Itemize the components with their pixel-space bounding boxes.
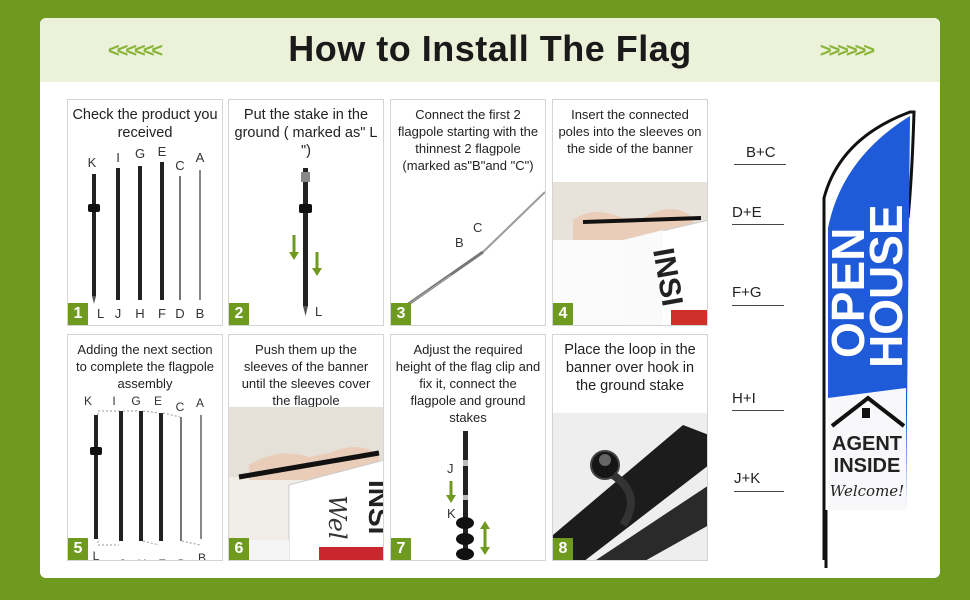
step-number-badge: 3 — [391, 303, 411, 325]
section-label-hi: H+I — [732, 390, 756, 407]
step-1: Check the product you received K I G E C… — [67, 99, 223, 326]
label-b: B — [455, 235, 464, 250]
label-bottom-f: F — [158, 306, 166, 321]
step-text: Adding the next section to complete the … — [75, 342, 215, 391]
connect-poles-illustration: B C — [396, 191, 545, 314]
label-top-k: K — [84, 394, 92, 408]
flag-open-text: OPEN — [822, 228, 874, 358]
step-6: Push them up the sleeves of the banner u… — [228, 334, 384, 561]
step-3: Connect the first 2 flagpole starting wi… — [390, 99, 546, 326]
step-2: Put the stake in the ground ( marked as"… — [228, 99, 384, 326]
label-top-a: A — [196, 396, 204, 410]
label-bottom-l: L — [97, 306, 104, 321]
right-chevrons-icon: >>>>>> — [819, 40, 875, 62]
label-bottom-b: B — [198, 551, 206, 561]
flag-inside-text: INSIDE — [834, 455, 901, 477]
label-top-g: G — [135, 146, 145, 161]
label-top-a: A — [196, 150, 205, 165]
pole-kl — [92, 174, 96, 296]
step-text: Put the stake in the ground ( marked as"… — [234, 107, 378, 159]
flag-house-text: HOUSE — [860, 204, 912, 368]
flag-graphic: OPEN HOUSE AGENT INSIDE Welcome! — [822, 110, 916, 568]
step-text: Push them up the sleeves of the banner u… — [241, 342, 371, 408]
section-label-fg: F+G — [732, 284, 762, 301]
label-j: J — [447, 461, 454, 476]
label-bottom-j: J — [119, 557, 125, 561]
insert-poles-photo: INSI — [553, 182, 707, 325]
up-down-arrow-icon — [480, 521, 490, 555]
assembly-illustration: K I G E C A L J H F D B — [84, 394, 206, 561]
label-l: L — [315, 304, 322, 319]
label-top-i: I — [116, 150, 120, 165]
label-top-k: K — [88, 155, 97, 170]
label-k: K — [447, 506, 456, 521]
stake-illustration: L — [289, 168, 322, 319]
label-bottom-j: J — [115, 306, 122, 321]
section-label-jk: J+K — [734, 470, 761, 487]
page-title: How to Install The Flag — [288, 28, 692, 69]
step-number-badge: 1 — [68, 303, 88, 325]
down-arrow-icon — [446, 481, 456, 503]
flag-agent-text: AGENT — [832, 433, 902, 455]
flag-welcome-text: Welcome! — [830, 482, 904, 500]
section-line — [734, 164, 786, 165]
step-5: Adding the next section to complete the … — [67, 334, 223, 561]
label-bottom-l: L — [93, 549, 100, 561]
pole-gh — [138, 166, 142, 300]
section-label-de: D+E — [732, 204, 762, 221]
label-top-i: I — [112, 394, 115, 408]
feather-flag-illustration: B+C D+E F+G H+I J+K OPEN HOUSE AGENT INS… — [730, 98, 940, 578]
section-line — [732, 410, 784, 411]
step-7: Adjust the required height of the flag c… — [390, 334, 546, 561]
step-8: Place the loop in the banner over hook i… — [552, 334, 708, 561]
step-number-badge: 6 — [229, 538, 249, 560]
script-text: Wel — [323, 495, 351, 540]
step-number-badge: 5 — [68, 538, 88, 560]
pole-ef — [160, 162, 164, 300]
step-text: Connect the first 2 flagpole starting wi… — [397, 107, 539, 173]
label-c: C — [473, 220, 482, 235]
label-bottom-f: F — [158, 557, 165, 561]
section-line — [732, 224, 784, 225]
push-sleeves-photo: INSI Wel — [229, 407, 384, 560]
pole-ab — [199, 170, 201, 300]
label-bottom-h: H — [138, 557, 147, 561]
label-bottom-h: H — [135, 306, 144, 321]
step-text: Insert the connected poles into the slee… — [558, 107, 702, 156]
section-line — [732, 305, 784, 306]
section-line — [734, 491, 784, 492]
step-4: Insert the connected poles into the slee… — [552, 99, 708, 326]
label-top-g: G — [131, 394, 140, 408]
step-number-badge: 2 — [229, 303, 249, 325]
label-bottom-b: B — [196, 306, 205, 321]
step-text: Adjust the required height of the flag c… — [395, 342, 541, 425]
step-number-badge: 7 — [391, 538, 411, 560]
adjust-clip-illustration: J K — [446, 431, 490, 560]
label-bottom-d: D — [178, 557, 187, 561]
pole-set-illustration: K I G E C A L J H F D B — [88, 144, 205, 321]
label-top-e: E — [154, 394, 162, 408]
banner-text: INSI — [363, 480, 384, 534]
step-number-badge: 4 — [553, 303, 573, 325]
left-chevrons-icon: <<<<<< — [108, 40, 163, 62]
pole-cd — [179, 176, 181, 300]
section-label-bc: B+C — [746, 144, 776, 161]
header-bar: <<<<<< How to Install The Flag >>>>>> — [40, 18, 940, 82]
hook-loop-photo — [553, 413, 707, 560]
pole-ij — [116, 168, 120, 300]
instruction-card: <<<<<< How to Install The Flag >>>>>> Ch… — [40, 18, 940, 578]
step-text: Place the loop in the banner over hook i… — [564, 342, 696, 394]
label-top-c: C — [175, 158, 184, 173]
label-top-e: E — [158, 144, 167, 159]
label-bottom-d: D — [175, 306, 184, 321]
step-text: Check the product you received — [72, 107, 218, 141]
step-number-badge: 8 — [553, 538, 573, 560]
label-top-c: C — [176, 400, 185, 414]
down-arrow-icon — [289, 235, 322, 276]
